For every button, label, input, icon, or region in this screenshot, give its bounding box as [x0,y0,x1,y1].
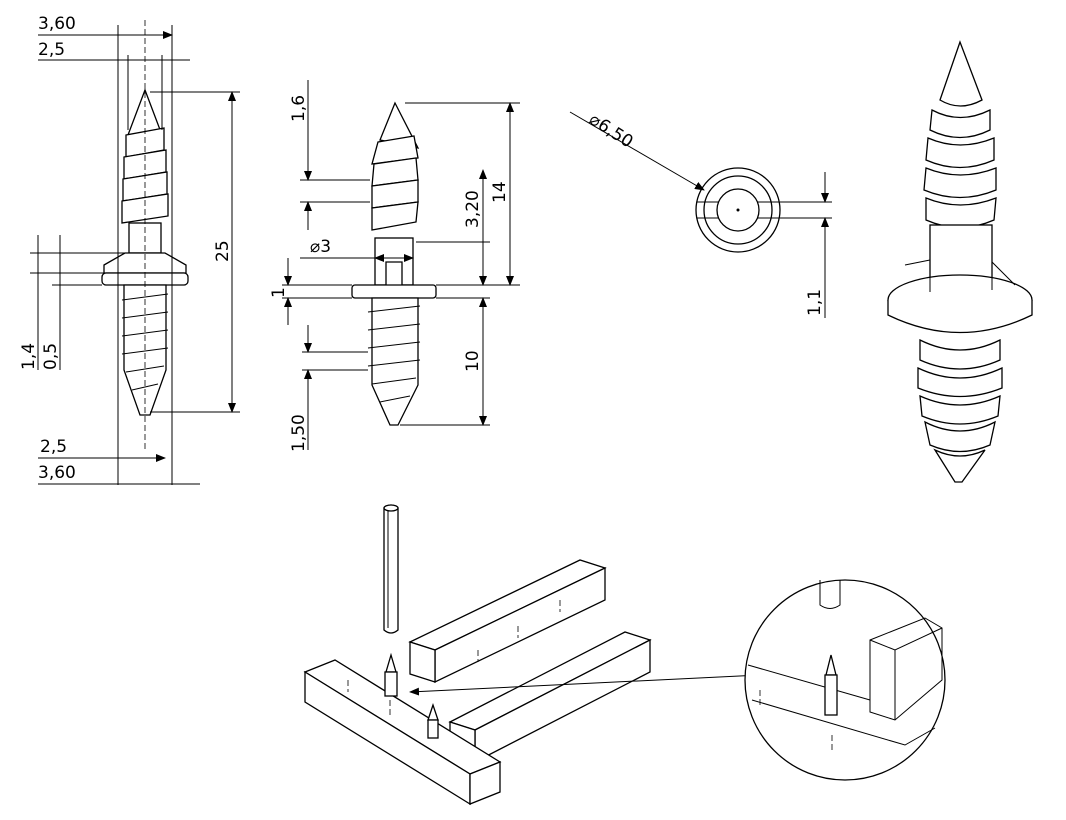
front-dimensions: 3,60 2,5 25 1,4 0,5 2,5 3,60 [19,14,240,485]
dim-head-height: 1,4 [19,343,39,370]
dim-lower-length: 10 [463,350,483,372]
dim-lower-pitch: 1,50 [289,414,309,452]
front-view: 3,60 2,5 25 1,4 0,5 2,5 3,60 [19,14,240,485]
dim-collar-diameter: ⌀3 [310,237,331,257]
dim-upper-pitch: 1,6 [289,95,309,122]
dim-total-length: 25 [213,240,233,262]
dim-bottom-inner-diameter: 2,5 [40,437,67,457]
dim-top-inner-diameter: 2,5 [38,40,65,60]
top-view: ⌀6,50 1,1 [569,109,832,318]
dim-head-diameter: ⌀6,50 [585,109,636,152]
dim-bottom-outer-diameter: 3,60 [38,463,76,483]
dim-slot-width: 1,1 [805,289,825,316]
dim-flange-thickness: 0,5 [41,343,61,370]
side-screw-body [351,101,437,426]
detail-circle [744,579,946,781]
isometric-screw [887,40,1033,483]
side-view: 1,6 3,20 14 ⌀3 1 10 1,50 [269,80,520,452]
side-dimensions: 1,6 3,20 14 ⌀3 1 10 1,50 [269,80,520,452]
dim-upper-length: 14 [490,181,510,203]
dim-collar-height: 3,20 [463,190,483,228]
assembly-view [303,504,761,806]
dim-flange-thickness-side: 1 [269,287,289,298]
front-screw-body [101,20,189,450]
dim-top-outer-diameter: 3,60 [38,14,76,34]
